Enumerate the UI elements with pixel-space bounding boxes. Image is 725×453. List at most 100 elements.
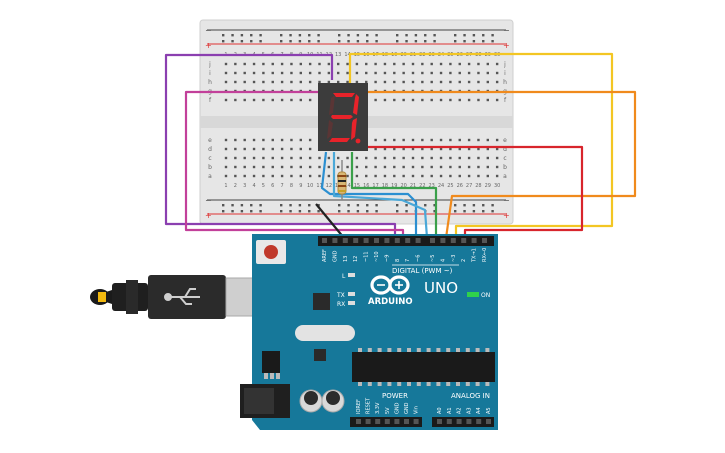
rail-hole[interactable]	[240, 204, 244, 207]
breadboard-hole[interactable]	[355, 71, 359, 75]
breadboard-hole[interactable]	[234, 165, 237, 169]
breadboard-hole[interactable]	[421, 80, 424, 84]
breadboard-hole[interactable]	[280, 147, 284, 151]
breadboard-hole[interactable]	[467, 174, 471, 178]
breadboard-hole[interactable]	[318, 165, 321, 169]
breadboard-hole[interactable]	[449, 165, 452, 169]
breadboard-hole[interactable]	[243, 165, 246, 169]
breadboard-hole[interactable]	[458, 98, 461, 102]
breadboard-hole[interactable]	[252, 71, 256, 75]
breadboard-hole[interactable]	[383, 71, 387, 75]
breadboard-hole[interactable]	[318, 71, 321, 75]
breadboard-hole[interactable]	[224, 147, 228, 151]
breadboard-hole[interactable]	[280, 62, 284, 66]
rail-hole[interactable]	[396, 40, 399, 43]
wire-black[interactable]	[315, 203, 345, 239]
breadboard-hole[interactable]	[467, 138, 471, 142]
breadboard-hole[interactable]	[280, 174, 284, 178]
breadboard-hole[interactable]	[383, 165, 387, 169]
rail-hole[interactable]	[463, 204, 466, 207]
breadboard-hole[interactable]	[355, 80, 359, 84]
breadboard-hole[interactable]	[271, 147, 274, 151]
digital-pins[interactable]	[322, 238, 487, 243]
rail-hole[interactable]	[433, 34, 436, 37]
rail-hole[interactable]	[289, 40, 292, 43]
breadboard-hole[interactable]	[421, 147, 424, 151]
breadboard-hole[interactable]	[421, 156, 424, 160]
breadboard-hole[interactable]	[393, 62, 396, 66]
rail-hole[interactable]	[375, 34, 378, 37]
breadboard-hole[interactable]	[262, 174, 265, 178]
rail-hole[interactable]	[356, 34, 360, 37]
breadboard-hole[interactable]	[299, 98, 302, 102]
breadboard-hole[interactable]	[421, 165, 424, 169]
breadboard-hole[interactable]	[411, 147, 415, 151]
rail-hole[interactable]	[347, 40, 350, 43]
breadboard-hole[interactable]	[224, 71, 228, 75]
rail-hole[interactable]	[308, 40, 311, 43]
breadboard-hole[interactable]	[411, 98, 415, 102]
wire-purple[interactable]	[164, 53, 397, 238]
rail-hole[interactable]	[482, 40, 485, 43]
breadboard-hole[interactable]	[365, 71, 368, 75]
rail-hole[interactable]	[347, 204, 350, 207]
rail-hole[interactable]	[472, 204, 476, 207]
analog-pin[interactable]	[456, 419, 462, 424]
breadboard-hole[interactable]	[421, 71, 424, 75]
breadboard-hole[interactable]	[290, 80, 293, 84]
rail-hole[interactable]	[356, 40, 360, 43]
breadboard-hole[interactable]	[374, 71, 377, 75]
wires[interactable]	[164, 52, 637, 239]
breadboard-hole[interactable]	[486, 71, 489, 75]
power-pin[interactable]	[413, 419, 419, 424]
breadboard-hole[interactable]	[252, 174, 256, 178]
rail-hole[interactable]	[433, 40, 436, 43]
breadboard-hole[interactable]	[449, 174, 452, 178]
rail-hole[interactable]	[280, 210, 283, 213]
breadboard-hole[interactable]	[318, 62, 321, 66]
rail-hole[interactable]	[472, 34, 476, 37]
rail-hole[interactable]	[308, 204, 311, 207]
breadboard-hole[interactable]	[346, 165, 349, 169]
breadboard-hole[interactable]	[393, 165, 396, 169]
rail-hole[interactable]	[231, 210, 234, 213]
breadboard-hole[interactable]	[327, 165, 331, 169]
breadboard-hole[interactable]	[252, 80, 256, 84]
breadboard-hole[interactable]	[477, 174, 480, 178]
breadboard-hole[interactable]	[243, 62, 246, 66]
breadboard-hole[interactable]	[290, 165, 293, 169]
breadboard-hole[interactable]	[439, 165, 443, 169]
breadboard-hole[interactable]	[337, 62, 340, 66]
breadboard-hole[interactable]	[402, 138, 405, 142]
breadboard-hole[interactable]	[252, 147, 256, 151]
breadboard-hole[interactable]	[439, 147, 443, 151]
breadboard-hole[interactable]	[337, 156, 340, 160]
rail-hole[interactable]	[259, 40, 262, 43]
breadboard-hole[interactable]	[346, 174, 349, 178]
rail-hole[interactable]	[298, 40, 302, 43]
breadboard-hole[interactable]	[467, 62, 471, 66]
rail-hole[interactable]	[424, 40, 427, 43]
breadboard-hole[interactable]	[477, 138, 480, 142]
rail-hole[interactable]	[308, 34, 311, 37]
breadboard-hole[interactable]	[290, 174, 293, 178]
breadboard-hole[interactable]	[262, 71, 265, 75]
power-pin[interactable]	[394, 419, 400, 424]
breadboard-hole[interactable]	[308, 156, 312, 160]
rail-hole[interactable]	[405, 40, 408, 43]
breadboard-hole[interactable]	[383, 80, 387, 84]
breadboard-hole[interactable]	[458, 138, 461, 142]
breadboard-hole[interactable]	[449, 80, 452, 84]
rail-hole[interactable]	[259, 210, 262, 213]
rail-hole[interactable]	[454, 210, 457, 213]
rail-hole[interactable]	[405, 210, 408, 213]
breadboard-hole[interactable]	[393, 138, 396, 142]
breadboard-hole[interactable]	[393, 71, 396, 75]
breadboard-hole[interactable]	[402, 147, 405, 151]
breadboard-hole[interactable]	[224, 80, 228, 84]
breadboard-hole[interactable]	[477, 98, 480, 102]
breadboard-hole[interactable]	[234, 147, 237, 151]
breadboard-hole[interactable]	[449, 98, 452, 102]
breadboard-hole[interactable]	[234, 138, 237, 142]
